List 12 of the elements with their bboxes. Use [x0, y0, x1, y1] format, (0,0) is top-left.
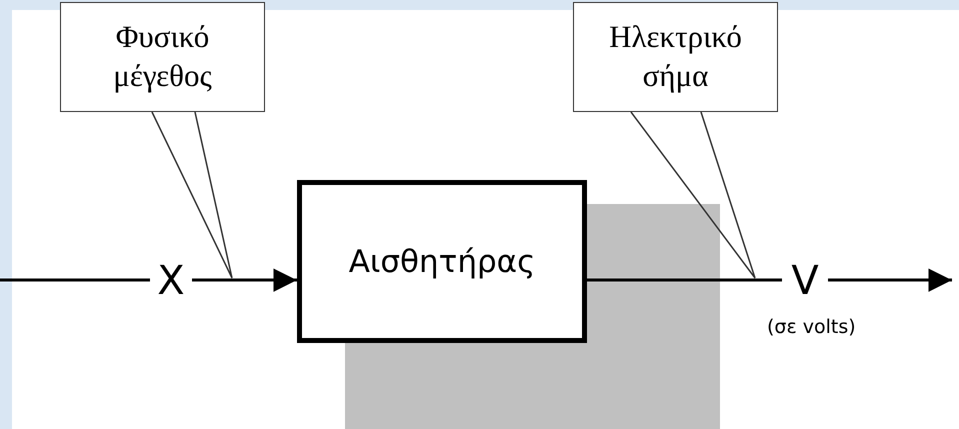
input-symbol: X	[150, 258, 192, 304]
callout-box: Φυσικό μέγεθος	[60, 2, 265, 112]
sensor-block: Αισθητήρας	[297, 180, 587, 343]
arrow	[192, 268, 297, 292]
signal-line	[0, 278, 150, 282]
unit-note: (σε volts)	[767, 316, 856, 338]
callout-box: Ηλεκτρικό σήμα	[573, 2, 778, 112]
output-symbol: V	[782, 258, 828, 304]
arrow	[828, 268, 952, 292]
signal-line	[587, 278, 782, 282]
callout-tail	[151, 112, 233, 279]
callout-tail	[630, 112, 756, 279]
